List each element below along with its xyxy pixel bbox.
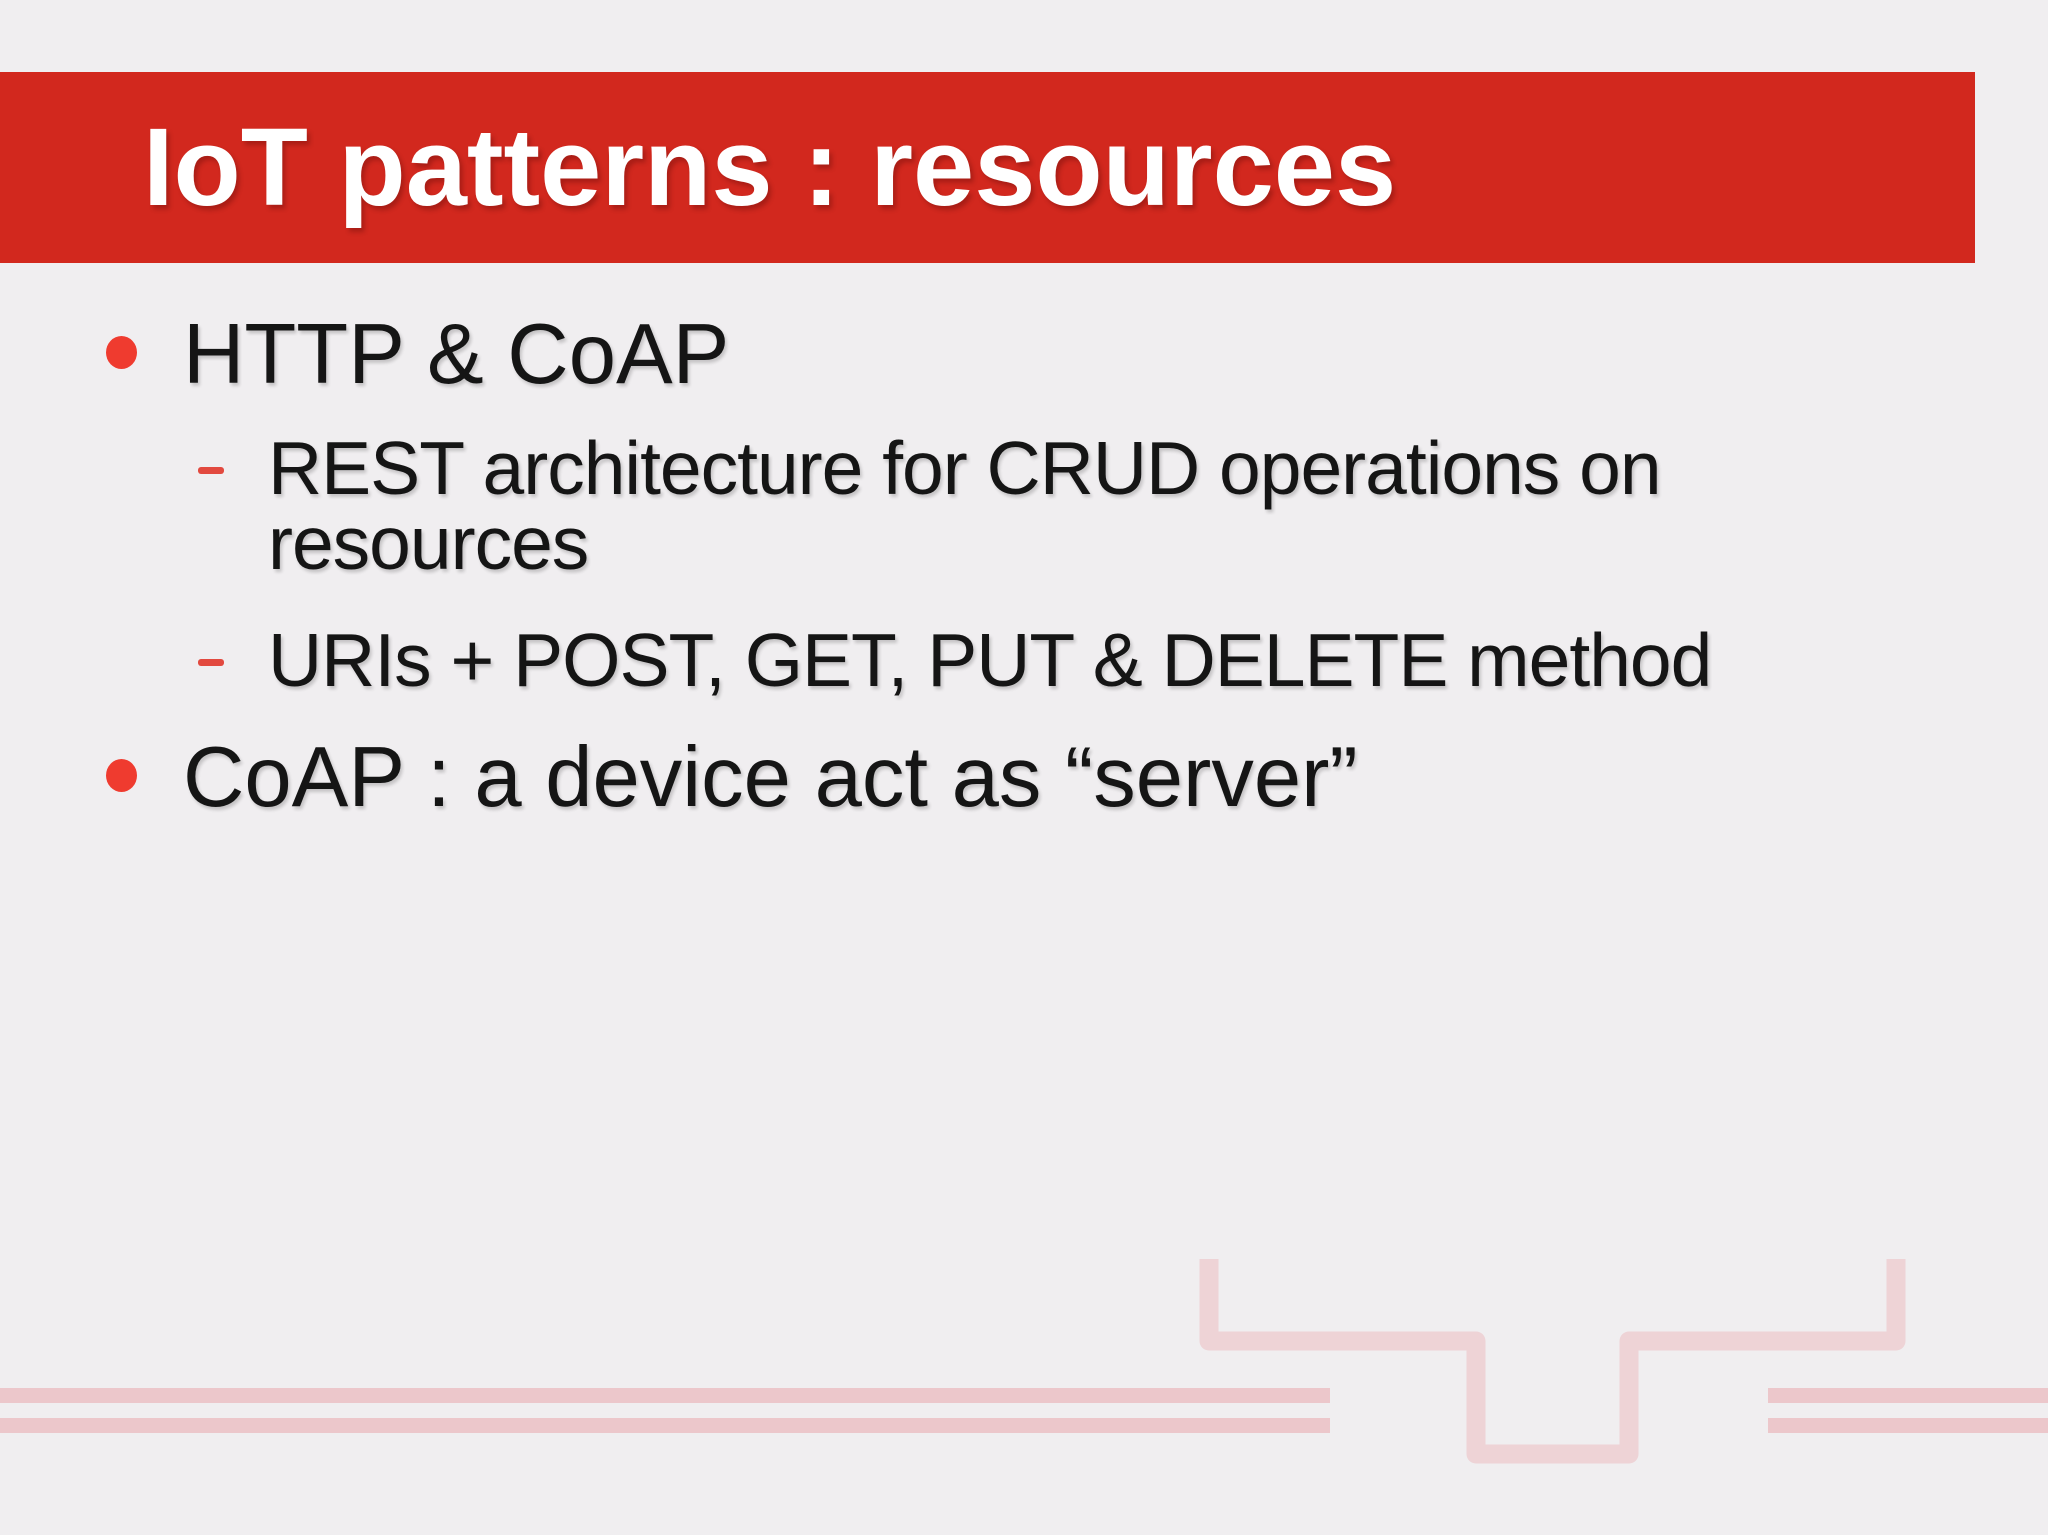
bullet-item: CoAP : a device act as “server” (106, 735, 1358, 820)
bottom-right-stripe-top (1768, 1388, 2048, 1403)
bottom-left-stripe-top (0, 1388, 1330, 1403)
bottom-left-stripe-bottom (0, 1418, 1330, 1433)
bullet-text: HTTP & CoAP (183, 307, 730, 402)
bullet-dot-icon (106, 759, 137, 792)
bullet-dot-icon (106, 336, 137, 369)
sub-bullet-line: REST architecture for CRUD operations on (268, 426, 1662, 510)
sub-bullet-line: resources (268, 501, 589, 585)
sub-bullet-item: URIs + POST, GET, PUT & DELETE method (198, 618, 1712, 702)
sub-bullet-line: URIs + POST, GET, PUT & DELETE method (268, 618, 1712, 702)
bullet-dash-icon (198, 659, 224, 666)
bullet-item: HTTP & CoAP (106, 312, 729, 397)
bullet-text: CoAP : a device act as “server” (183, 730, 1358, 825)
title-bar: IoT patterns : resources (0, 72, 1975, 263)
sub-bullet-item: REST architecture for CRUD operations on… (198, 426, 1662, 585)
bullet-dash-icon (198, 467, 224, 474)
slide-title: IoT patterns : resources (143, 106, 1397, 229)
bottom-right-stripe-bottom (1768, 1418, 2048, 1433)
